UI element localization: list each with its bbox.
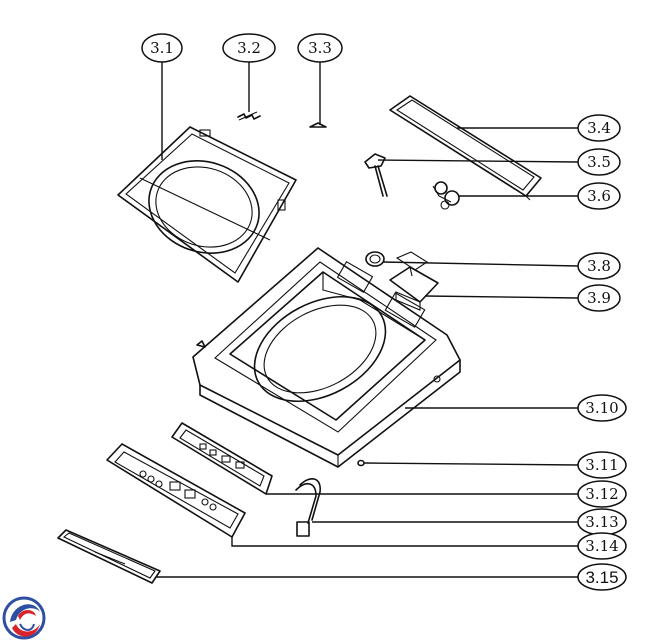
part-panel-cover [389, 95, 542, 201]
part-lid-window [117, 126, 297, 283]
callout-label: 3.11 [585, 456, 618, 474]
callout-label: 3.15 [585, 568, 618, 587]
part-front-panel [106, 443, 246, 538]
part-top-cabinet [192, 247, 461, 468]
callout-3-15: 3.15 [577, 563, 627, 591]
leader-lines [156, 62, 579, 578]
part-pin [309, 122, 327, 128]
part-decal [57, 529, 161, 584]
part-screw [357, 459, 365, 467]
callout-3-4: 3.4 [577, 114, 621, 142]
callout-label: 3.2 [237, 39, 261, 57]
callout-3-6: 3.6 [577, 182, 621, 210]
part-control-board [171, 422, 273, 495]
part-dispenser [389, 266, 439, 311]
callout-label: 3.14 [585, 537, 618, 555]
callout-3-11: 3.11 [577, 451, 627, 479]
part-lever [364, 153, 388, 197]
callout-3-14: 3.14 [577, 532, 627, 560]
part-spring [237, 111, 261, 121]
callout-label: 3.1 [150, 39, 174, 57]
callout-3-13: 3.13 [577, 508, 627, 536]
callout-label: 3.6 [587, 187, 611, 205]
callout-3-1: 3.1 [141, 33, 183, 63]
callout-label: 3.12 [585, 485, 618, 503]
callout-3-8: 3.8 [577, 252, 621, 280]
callout-3-10: 3.10 [577, 394, 627, 422]
part-knob [365, 251, 429, 271]
callout-3-5: 3.5 [577, 148, 621, 176]
callout-label: 3.8 [587, 257, 611, 275]
callout-label: 3.10 [585, 399, 618, 417]
callout-label: 3.5 [587, 153, 611, 171]
callout-3-2: 3.2 [222, 33, 276, 63]
callout-3-12: 3.12 [577, 480, 627, 508]
callout-label: 3.3 [308, 39, 332, 57]
callout-label: 3.13 [585, 513, 618, 531]
part-wire-harness [295, 478, 321, 537]
brand-logo-icon [2, 596, 46, 640]
callout-label: 3.4 [587, 119, 611, 137]
callout-3-3: 3.3 [297, 33, 343, 63]
callout-3-9: 3.9 [577, 284, 621, 312]
callout-label: 3.9 [587, 289, 611, 307]
part-switch [432, 181, 460, 210]
